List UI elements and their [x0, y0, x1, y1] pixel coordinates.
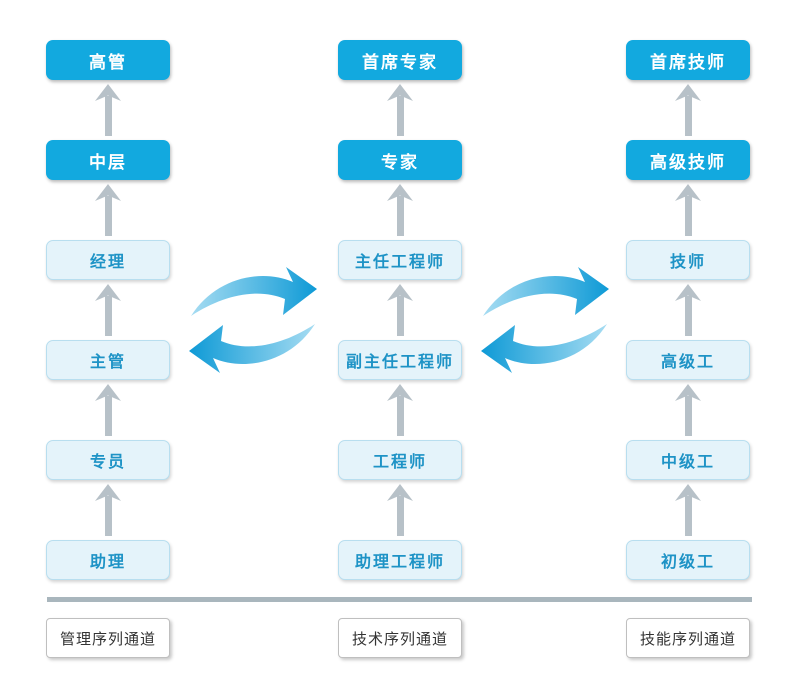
up-arrow-icon	[46, 80, 170, 140]
up-arrow-icon	[338, 80, 462, 140]
up-arrow-icon	[626, 280, 750, 340]
ladder-level-box: 高级技师	[626, 140, 750, 180]
up-arrow-icon	[626, 180, 750, 240]
up-arrow-icon	[626, 380, 750, 440]
technical-ladder-column: 首席专家 专家 主任工程师 副主任工程师 工程师 助理工程师	[338, 40, 462, 580]
swap-arrows-icon	[481, 267, 609, 373]
swap-arrows-icon	[189, 267, 317, 373]
channel-label-management: 管理序列通道	[46, 618, 170, 658]
ladder-level-box: 助理工程师	[338, 540, 462, 580]
ladder-level-box: 首席专家	[338, 40, 462, 80]
up-arrow-icon	[338, 280, 462, 340]
up-arrow-icon	[338, 480, 462, 540]
ladder-level-box: 助理	[46, 540, 170, 580]
ladder-level-box: 工程师	[338, 440, 462, 480]
ladder-level-box: 中层	[46, 140, 170, 180]
up-arrow-icon	[46, 380, 170, 440]
ladder-level-box: 高级工	[626, 340, 750, 380]
channel-label-skill: 技能序列通道	[626, 618, 750, 658]
up-arrow-icon	[338, 380, 462, 440]
ladder-level-box: 主管	[46, 340, 170, 380]
up-arrow-icon	[46, 280, 170, 340]
ladder-level-box: 主任工程师	[338, 240, 462, 280]
ladder-level-box: 副主任工程师	[338, 340, 462, 380]
up-arrow-icon	[626, 480, 750, 540]
ladder-level-box: 初级工	[626, 540, 750, 580]
up-arrow-icon	[626, 80, 750, 140]
ladder-level-box: 技师	[626, 240, 750, 280]
ladder-level-box: 中级工	[626, 440, 750, 480]
up-arrow-icon	[46, 180, 170, 240]
ladder-level-box: 高管	[46, 40, 170, 80]
management-ladder-column: 高管 中层 经理 主管 专员 助理	[46, 40, 170, 580]
ladder-level-box: 专家	[338, 140, 462, 180]
up-arrow-icon	[46, 480, 170, 540]
ladder-level-box: 经理	[46, 240, 170, 280]
divider	[47, 597, 752, 602]
ladder-level-box: 首席技师	[626, 40, 750, 80]
ladder-level-box: 专员	[46, 440, 170, 480]
skill-ladder-column: 首席技师 高级技师 技师 高级工 中级工 初级工	[626, 40, 750, 580]
up-arrow-icon	[338, 180, 462, 240]
channel-label-technical: 技术序列通道	[338, 618, 462, 658]
